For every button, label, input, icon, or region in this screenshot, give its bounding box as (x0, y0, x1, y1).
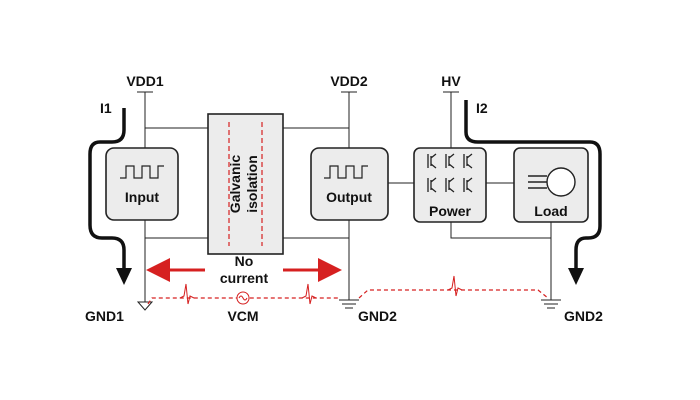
spike-1 (179, 283, 195, 305)
no-current-label-line1: No (235, 253, 254, 269)
i2-current-path (464, 100, 602, 268)
input-label: Input (125, 189, 160, 205)
output-label: Output (326, 189, 372, 205)
common-mode-path (146, 258, 549, 305)
spike-3 (447, 275, 463, 297)
i1-current-path (88, 108, 126, 268)
vcm-label: VCM (227, 308, 258, 324)
load-label: Load (534, 203, 567, 219)
square-wave-icon (324, 165, 368, 179)
i2-label: I2 (476, 100, 488, 116)
gnd1-symbol (136, 272, 154, 311)
hv-label: HV (441, 73, 461, 89)
gnd2-mid-label: GND2 (358, 308, 397, 324)
vcm-dashed-path (147, 297, 339, 305)
spike-2 (301, 283, 317, 305)
galvanic-label-1: Galvanic (227, 155, 243, 214)
gnd2-dashed-path (358, 289, 549, 299)
gnd1-label: GND1 (85, 308, 124, 324)
i2-arrowhead (568, 268, 584, 285)
gnd2-right-label: GND2 (564, 308, 603, 324)
i1-arrowhead (116, 268, 132, 285)
input-block: Input (105, 147, 179, 221)
current-paths (88, 100, 602, 285)
vcm-sine-icon (238, 295, 248, 301)
power-ground-wire (450, 222, 551, 239)
i1-label: I1 (100, 100, 112, 116)
gnd2-mid-symbol (339, 299, 359, 309)
vdd2-label: VDD2 (330, 73, 368, 89)
galvanic-isolation-block: Galvanic isolation (207, 113, 284, 255)
load-block: Load (513, 147, 589, 223)
galvanic-label-2: isolation (244, 155, 260, 213)
motor-icon (528, 167, 576, 197)
transistor-bridge-icon (427, 153, 473, 193)
no-current-label-line2: current (220, 270, 269, 286)
labels: VDD1 VDD2 HV I1 I2 GND1 GND2 GND2 VCM No… (85, 73, 603, 324)
output-block: Output (310, 147, 389, 221)
vdd1-label: VDD1 (126, 73, 164, 89)
power-block: Power (413, 147, 487, 223)
gnd2-right-symbol (541, 299, 561, 309)
square-wave-icon (120, 165, 164, 179)
power-label: Power (429, 203, 472, 219)
